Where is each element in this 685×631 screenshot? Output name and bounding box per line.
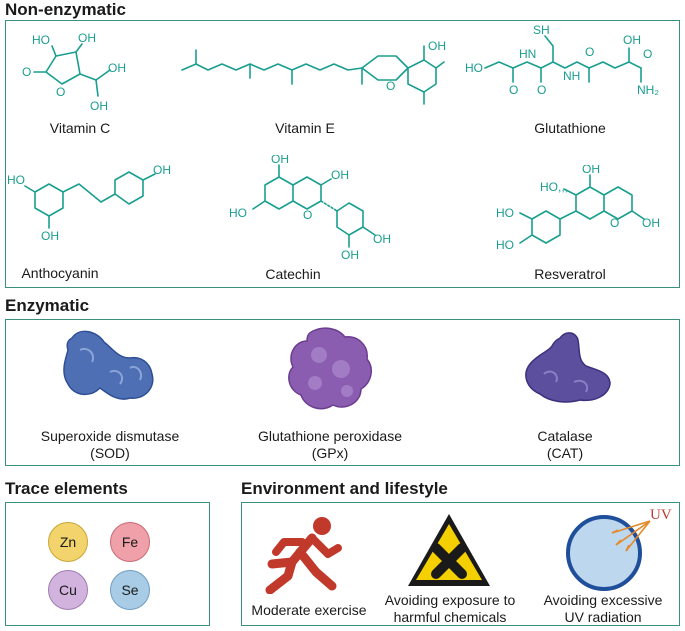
resveratrol-structure: OH HO,,, O OH HO HO	[496, 165, 660, 252]
glutathione-structure: HO O HN O SH NH O OH NH₂ O	[465, 23, 659, 97]
atom-nh2: NH₂	[637, 83, 659, 97]
atom-oh: OH	[582, 165, 600, 176]
uv-sun-icon: UV	[566, 507, 672, 591]
atom-ho: HO	[32, 33, 50, 47]
atom-o: O	[386, 79, 395, 93]
atom-o: O	[22, 65, 31, 79]
vitamin-c-structure: HO OH O O OH OH	[22, 31, 126, 113]
enzymatic-title: Enzymatic	[5, 296, 90, 315]
enzymatic-panel	[5, 319, 680, 466]
enzyme-name: Catalase	[537, 428, 593, 444]
enzyme-name: Superoxide dismutase	[40, 428, 180, 444]
atom-o: O	[610, 216, 619, 230]
non-enzymatic-title: Non-enzymatic	[5, 0, 126, 19]
compound-label-resveratrol: Resveratrol	[534, 266, 606, 282]
env-label-line: Avoiding excessive	[543, 592, 663, 608]
enzyme-abbr: (SOD)	[90, 445, 130, 461]
element-cu: Cu	[48, 570, 88, 610]
atom-oh: OH	[331, 168, 349, 182]
atom-oh: OH	[90, 99, 108, 113]
env-label-line: Avoiding exposure to	[384, 592, 516, 608]
atom-ho: HO	[7, 173, 25, 187]
atom-oh: OH	[373, 232, 391, 246]
hazard-icon	[408, 514, 490, 586]
enzyme-name: Glutathione peroxidase	[258, 428, 402, 444]
enzyme-abbr: (CAT)	[546, 445, 584, 461]
atom-hn: HN	[519, 47, 536, 61]
gpx-enzyme-blob	[288, 327, 373, 410]
catechin-structure: OH HO OH O OH OH	[229, 155, 391, 262]
element-zn: Zn	[48, 522, 88, 562]
non-enzymatic-panel	[5, 20, 680, 288]
atom-ho: HO	[496, 238, 514, 252]
compound-label-vitamin-e: Vitamin E	[275, 120, 335, 136]
enzyme-label-gpx: Glutathione peroxidase (GPx)	[240, 428, 420, 462]
atom-o: O	[56, 85, 65, 99]
element-se: Se	[110, 570, 150, 610]
atom-oh: OH	[78, 31, 96, 45]
compound-label-vitamin-c: Vitamin C	[49, 120, 111, 136]
atom-nh: NH	[563, 69, 580, 83]
env-label-uv: Avoiding excessive UV radiation	[536, 592, 670, 626]
sod-enzyme-blob	[63, 330, 154, 400]
env-label-exercise: Moderate exercise	[251, 602, 367, 618]
anthocyanin-structure: HO OH OH	[7, 163, 171, 242]
environment-title: Environment and lifestyle	[241, 479, 448, 498]
env-label-line: UV radiation	[564, 609, 642, 625]
env-label-line: harmful chemicals	[393, 609, 507, 625]
compound-label-anthocyanin: Anthocyanin	[21, 265, 99, 281]
cat-enzyme-blob	[525, 332, 611, 403]
atom-oh: OH	[642, 216, 660, 230]
atom-o: O	[585, 45, 594, 59]
vitamin-e-structure: O OH	[181, 39, 446, 105]
enzyme-abbr: (GPx)	[311, 445, 349, 461]
atom-oh: OH	[108, 61, 126, 75]
atom-oh: OH	[153, 163, 171, 177]
atom-ho: HO	[465, 61, 483, 75]
atom-ho: HO	[496, 206, 514, 220]
uv-label: UV	[650, 507, 672, 523]
atom-ho: HO,,,	[540, 180, 568, 194]
trace-elements-panel	[5, 502, 210, 626]
enzyme-label-sod: Superoxide dismutase (SOD)	[20, 428, 200, 462]
atom-sh: SH	[533, 23, 550, 37]
enzyme-label-cat: Catalase (CAT)	[485, 428, 645, 462]
atom-oh: OH	[41, 229, 59, 242]
compound-label-glutathione: Glutathione	[534, 120, 606, 136]
compound-label-catechin: Catechin	[265, 266, 321, 282]
atom-oh: OH	[341, 248, 359, 262]
atom-o: O	[303, 208, 312, 222]
atom-oh: OH	[271, 155, 289, 166]
environment-panel	[241, 502, 680, 626]
atom-ho: HO	[229, 206, 247, 220]
trace-elements-title: Trace elements	[5, 479, 128, 498]
atom-o: O	[537, 83, 546, 97]
atom-o: O	[509, 83, 518, 97]
element-fe: Fe	[110, 522, 150, 562]
atom-oh: OH	[428, 39, 446, 53]
runner-icon	[265, 517, 342, 594]
atom-oh: OH	[623, 33, 641, 47]
env-label-chemicals: Avoiding exposure to harmful chemicals	[380, 592, 520, 626]
atom-o: O	[643, 47, 652, 61]
